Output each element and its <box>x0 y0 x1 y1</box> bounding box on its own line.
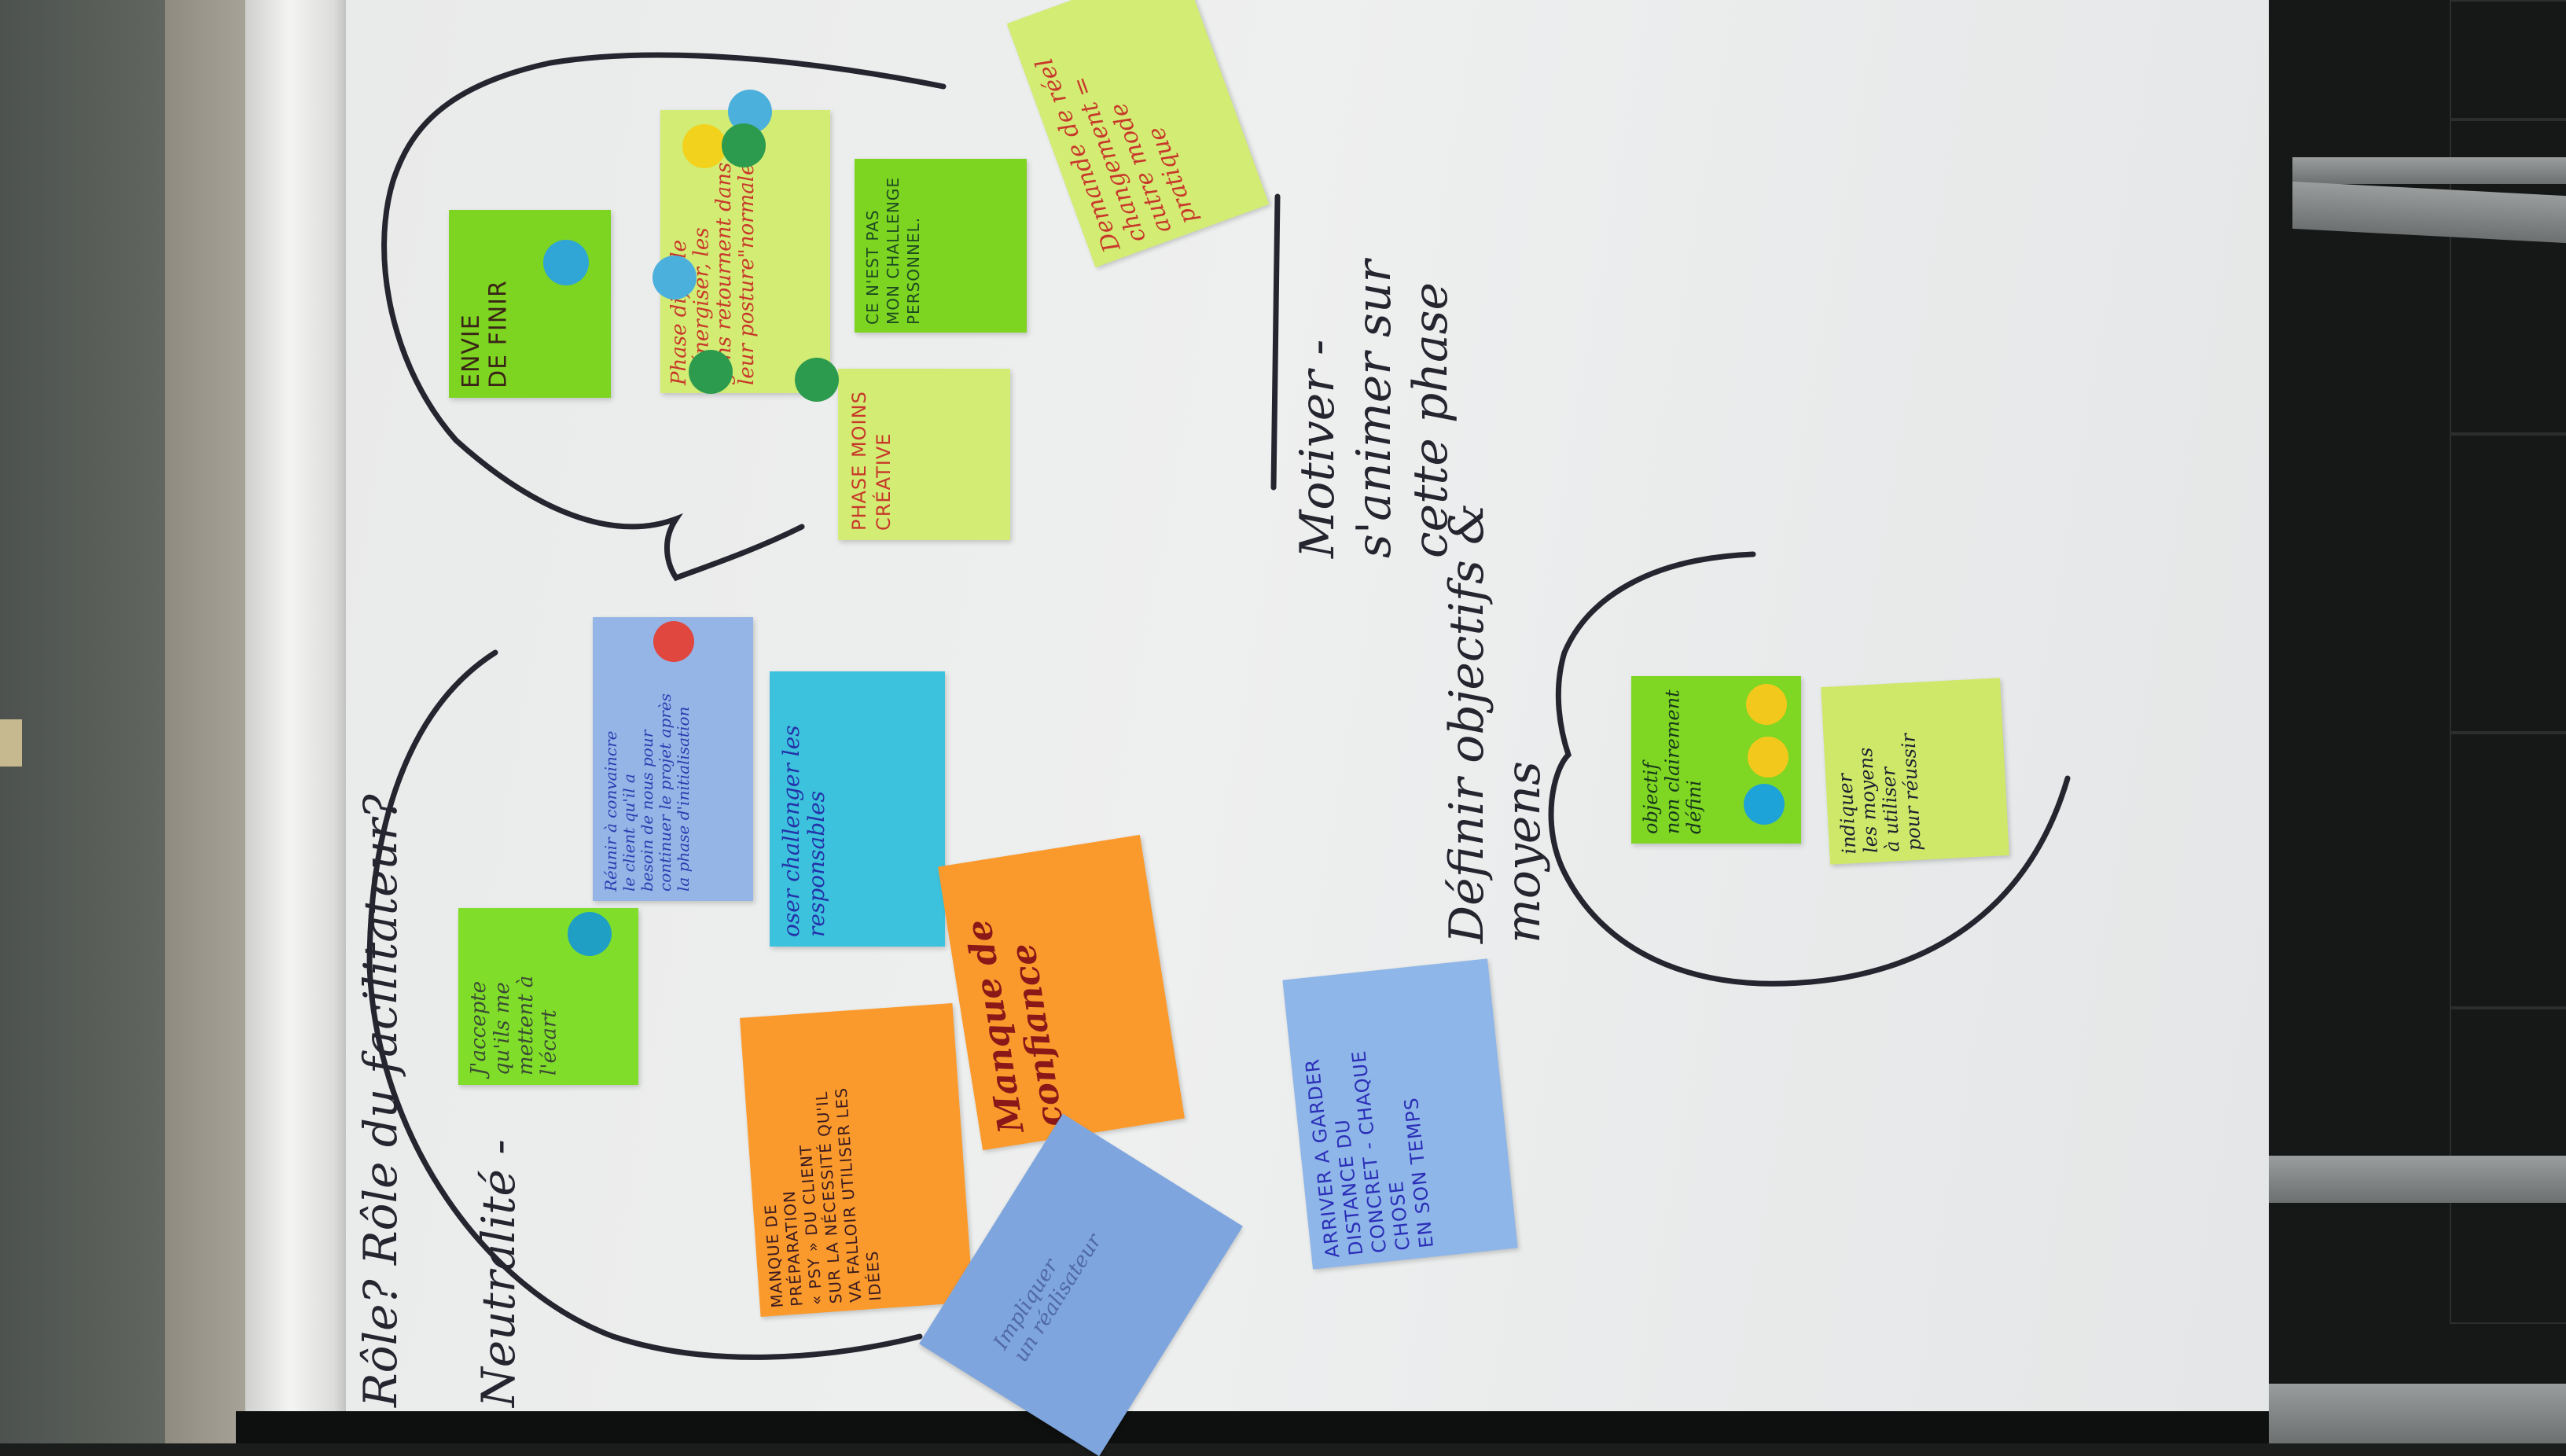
note-text: PHASE MOINS CRÉATIVE <box>848 391 895 531</box>
sticky-note[interactable]: oser challenger les responsables <box>770 671 945 947</box>
note-text: ARRIVER A GARDER DISTANCE DU CONCRET - C… <box>1301 1049 1438 1259</box>
sticky-note[interactable]: PHASE MOINS CRÉATIVE <box>838 369 1010 540</box>
sticky-note[interactable]: ARRIVER A GARDER DISTANCE DU CONCRET - C… <box>1282 958 1518 1270</box>
wall <box>0 0 165 1443</box>
floor-tile <box>2450 731 2566 1009</box>
note-text: indiquer les moyens à utiliser pour réus… <box>1834 733 1926 855</box>
heading-role: Rôle? Rôle du facilitateur? <box>354 794 407 1407</box>
easel-bar <box>2269 1156 2566 1203</box>
vote-dot-yellow <box>682 124 726 168</box>
light-switch <box>0 719 22 767</box>
arc-right <box>1548 551 2071 987</box>
note-text: CE N'EST PAS MON CHALLENGE PERSONNEL. <box>863 176 923 325</box>
vote-dot-blue <box>543 240 589 285</box>
motiver-underline <box>1270 193 1281 491</box>
heading-neutralite: Neutralité - <box>472 1139 525 1407</box>
vote-dot-red <box>653 621 694 662</box>
vote-dot-blue <box>568 912 612 956</box>
note-text: Impliquer un réalisateur <box>989 1230 1107 1366</box>
arc-left <box>366 649 923 1360</box>
sticky-note[interactable]: ENVIE DE FINIR <box>449 210 611 398</box>
vote-dot-blue <box>653 256 697 300</box>
sticky-note[interactable]: CE N'EST PAS MON CHALLENGE PERSONNEL. <box>855 159 1027 333</box>
vote-dot-green <box>795 358 839 402</box>
heading-definir: Définir objectifs & moyens <box>1439 502 1551 943</box>
vote-dot-yellow <box>1748 737 1788 778</box>
floor-tile <box>2450 0 2566 121</box>
sticky-note[interactable]: indiquer les moyens à utiliser pour réus… <box>1821 678 2009 865</box>
vote-dot-green <box>689 350 733 394</box>
vote-dot-yellow <box>1746 684 1787 725</box>
background-floor <box>2269 0 2566 1443</box>
paper-roll <box>245 0 357 1443</box>
sticky-note[interactable]: MANQUE DE PRÉPARATION « PSY » DU CLIENT … <box>740 1003 973 1317</box>
sticky-note[interactable]: Réunir à convaincre le client qu'il a be… <box>593 617 753 901</box>
note-text: Manque de confiance <box>958 917 1072 1136</box>
wall-panel <box>165 0 248 1443</box>
vote-dot-blue <box>1744 784 1785 825</box>
floor-tile <box>2450 118 2566 436</box>
note-text: oser challenger les responsables <box>778 725 830 937</box>
easel-bar <box>2292 157 2566 184</box>
note-text: MANQUE DE PRÉPARATION « PSY » DU CLIENT … <box>760 1086 885 1309</box>
easel-ledge <box>236 1411 2280 1443</box>
thought-bubble-top <box>381 52 947 582</box>
vote-dot-green <box>722 123 766 167</box>
easel-base <box>2269 1384 2566 1443</box>
floor-tile <box>2450 432 2566 734</box>
note-text: Réunir à convaincre le client qu'il a be… <box>601 693 693 892</box>
